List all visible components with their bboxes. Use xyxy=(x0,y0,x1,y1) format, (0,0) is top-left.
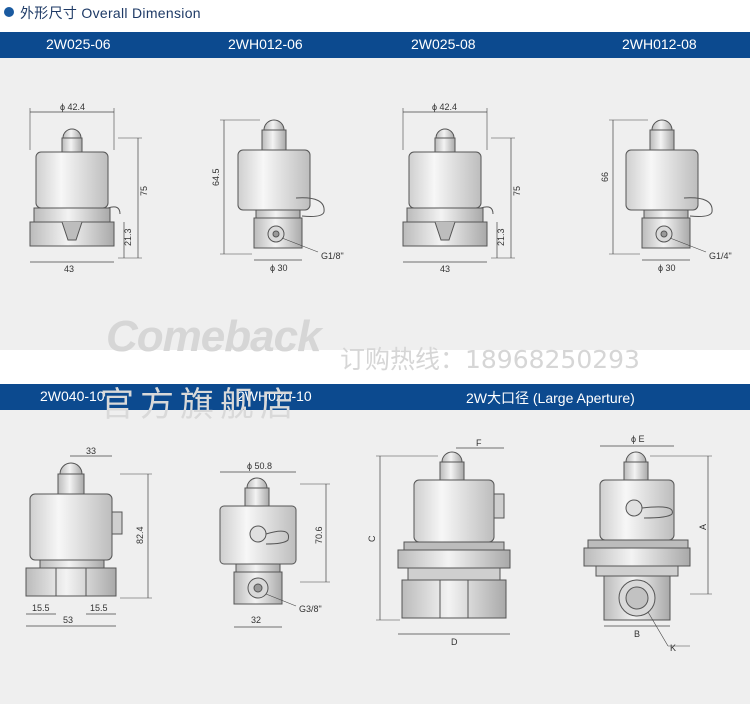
valve-drawing-4 xyxy=(609,119,713,261)
dim-2-thread: G1/8" xyxy=(321,251,344,261)
model-label-1: 2W025-06 xyxy=(46,36,111,52)
watermark-hotline: 订购热线：18968250293 xyxy=(340,345,640,374)
dim-1-top: ϕ 42.4 xyxy=(60,102,85,112)
dim-2-height: 64.5 xyxy=(211,168,221,186)
dim-6-top: ϕ 50.8 xyxy=(247,461,272,471)
dim-6-bottom: 32 xyxy=(251,615,261,625)
row2-header-band: 2W040-10 2WH020-10 2W大口径 (Large Aperture… xyxy=(0,384,750,410)
dim-5-right: 15.5 xyxy=(90,603,108,613)
dim-7-d: D xyxy=(451,637,458,647)
dim-5-left: 15.5 xyxy=(32,603,50,613)
row1-panel xyxy=(0,58,750,350)
header: 外形尺寸 Overall Dimension xyxy=(0,0,750,26)
dim-3-bottom: 43 xyxy=(440,264,450,274)
page-title: 外形尺寸 Overall Dimension xyxy=(20,5,201,21)
dim-2-bottom: ϕ 30 xyxy=(270,263,288,273)
model-label-6: 2WH020-10 xyxy=(237,388,312,404)
dim-8-e: ϕ E xyxy=(631,434,645,444)
model-label-2: 2WH012-06 xyxy=(228,36,303,52)
valve-drawing-1 xyxy=(29,108,142,263)
dim-4-thread: G1/4" xyxy=(709,251,732,261)
dim-5-top: 33 xyxy=(86,446,96,456)
dim-3-height: 75 xyxy=(512,186,522,196)
valve-drawing-6 xyxy=(219,471,330,628)
dim-8-b: B xyxy=(634,629,640,639)
bullet-icon xyxy=(4,7,14,17)
watermark-store: 官方旗舰店 xyxy=(100,385,300,425)
watermark-brand: Comeback xyxy=(106,312,322,361)
dim-8-a: A xyxy=(698,524,708,530)
dim-3-top: ϕ 42.4 xyxy=(432,102,457,112)
model-label-3: 2W025-08 xyxy=(411,36,476,52)
dim-1-bottom: 43 xyxy=(64,264,74,274)
row1-header-band: 2W025-06 2WH012-06 2W025-08 2WH012-08 xyxy=(0,32,750,58)
model-label-5: 2W040-10 xyxy=(40,388,105,404)
dim-4-height: 66 xyxy=(600,172,610,182)
dim-1-height: 75 xyxy=(139,186,149,196)
dim-5-height: 82.4 xyxy=(135,526,145,544)
model-label-4: 2WH012-08 xyxy=(622,36,697,52)
dim-7-f: F xyxy=(476,438,482,448)
dim-7-c: C xyxy=(367,535,377,542)
valve-drawing-2 xyxy=(220,119,325,261)
dim-3-lower: 21.3 xyxy=(496,228,506,246)
dim-1-lower: 21.3 xyxy=(123,228,133,246)
dim-8-k: K xyxy=(670,643,676,653)
model-label-7: 2W大口径 (Large Aperture) xyxy=(466,390,635,406)
dim-4-bottom: ϕ 30 xyxy=(658,263,676,273)
valve-drawing-3 xyxy=(402,108,515,263)
valve-drawing-5 xyxy=(25,455,152,627)
valve-drawing-7 xyxy=(376,447,511,635)
dim-6-height: 70.6 xyxy=(314,526,324,544)
valve-drawing-8 xyxy=(583,445,712,647)
dim-6-thread: G3/8" xyxy=(299,604,322,614)
dim-5-bottom: 53 xyxy=(63,615,73,625)
